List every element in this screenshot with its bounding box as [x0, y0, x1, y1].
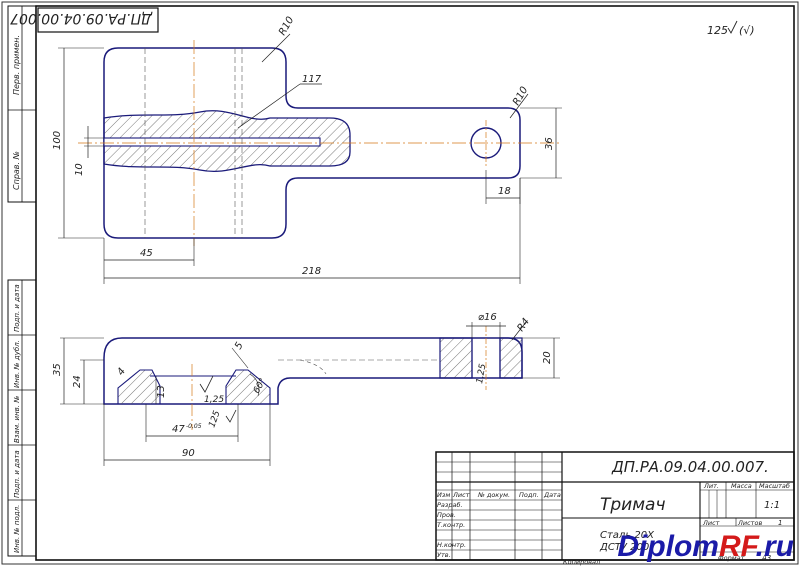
- top-view-outline: [103, 47, 521, 239]
- inner-frame: [35, 5, 795, 561]
- top-view: 100 10 R10 117 R10 36 18 45 218: [52, 15, 562, 284]
- dim-d16: ⌀16: [478, 312, 497, 323]
- tb-part-name: Тримач: [600, 495, 666, 515]
- dim-47: 47: [172, 424, 185, 435]
- dim-r10-right: R10: [511, 85, 530, 108]
- code-stamp: ДП.РА.09.04.00.007: [10, 7, 159, 33]
- watermark-part1: Diplom: [617, 530, 719, 563]
- side-stamp-label-6: Подп. и дата: [13, 450, 21, 498]
- watermark-part3: .ru: [755, 530, 794, 563]
- tb-lit: Лит.: [703, 482, 719, 490]
- tb-role-tkontr: Т.контр.: [437, 521, 465, 529]
- side-stamp-label-3: Подп. и дата: [13, 284, 21, 332]
- tb-sheet-label: Лист: [702, 519, 720, 527]
- dim-r4: R4: [515, 317, 532, 334]
- dim-18: 18: [498, 186, 511, 197]
- tb-role-prov: Пров.: [437, 511, 456, 519]
- dim-36: 36: [544, 137, 555, 150]
- boss-right-section: [499, 337, 523, 379]
- tb-material-1: Сталь 20Х: [600, 530, 655, 541]
- side-stamp-label-4: Инв. № дубл.: [13, 340, 21, 388]
- tb-sheets-label: Листов: [737, 519, 762, 527]
- side-stamp-label-1: Перв. примен.: [12, 35, 21, 95]
- tb-sheets-count: 1: [778, 519, 782, 527]
- side-stamp-label-7: Инв. № подл.: [13, 505, 21, 553]
- dim-20: 20: [542, 351, 553, 364]
- side-stamp: Перв. примен. Справ. № Подп. и дата Инв.…: [7, 5, 37, 557]
- dim-90: 90: [182, 448, 195, 459]
- dim-4: 4: [115, 366, 128, 378]
- groove-left-section: [117, 369, 161, 404]
- dim-117: 117: [302, 74, 322, 85]
- roughness-symbol-icon: [727, 20, 738, 34]
- tb-col-list: Лист: [452, 491, 470, 499]
- tb-role-utv: Утв.: [437, 551, 451, 559]
- watermark-part2: RF: [718, 530, 756, 563]
- dim-218: 218: [302, 266, 321, 277]
- dim-13: 13: [156, 385, 167, 398]
- dim-r10-left: R10: [277, 15, 296, 38]
- dim-47-tol: -0,05: [186, 423, 202, 430]
- roughness-mark-icon: [199, 375, 214, 393]
- tb-scale-label: Масштаб: [759, 482, 790, 490]
- tb-col-izm: Изм: [437, 491, 450, 499]
- code-stamp-text: ДП.РА.09.04.00.007: [10, 10, 153, 26]
- dim-chamfer-125: 1,25: [475, 363, 488, 385]
- dim-35: 35: [52, 363, 63, 376]
- tb-code: ДП.РА.09.04.00.007.: [611, 458, 769, 476]
- tb-copied: Копировал: [563, 558, 600, 566]
- watermark: DiplomRF.ru: [617, 530, 794, 564]
- bottom-view: 35 24 ⌀16 R4 20 1,25 5 60° 4 13 1,25 125: [52, 312, 560, 466]
- side-stamp-label-2: Справ. №: [12, 151, 21, 190]
- surface-finish-suffix: (√): [739, 24, 755, 37]
- dim-10: 10: [74, 163, 85, 176]
- top-view-slot: [103, 137, 321, 147]
- surface-finish: 125 (√): [707, 20, 755, 37]
- dim-gr-125b: 125: [207, 409, 222, 429]
- side-stamp-label-5: Взам. инв. №: [13, 395, 21, 443]
- surface-finish-value: 125: [707, 24, 728, 37]
- tb-scale-value: 1:1: [764, 500, 780, 511]
- dim-24: 24: [72, 375, 83, 388]
- boss-left-section: [439, 337, 473, 379]
- dim-100: 100: [52, 131, 63, 150]
- tb-material-2: ДСТУ 2007: [599, 542, 656, 553]
- dim-45: 45: [140, 248, 153, 259]
- groove-right-section: [225, 369, 271, 404]
- tb-format-label: Формат: [718, 554, 745, 562]
- tb-col-data: Дата: [543, 491, 561, 499]
- roughness-mark-icon-2: [225, 409, 237, 423]
- tb-format-value: А3: [761, 554, 771, 562]
- tb-role-nkontr: Н.контр.: [437, 541, 466, 549]
- tb-col-doc: № докум.: [477, 491, 510, 499]
- tb-role-razrab: Разраб.: [437, 501, 463, 509]
- dim-5: 5: [233, 340, 246, 351]
- tb-col-podp: Подп.: [519, 491, 539, 499]
- dim-gr-125: 1,25: [204, 395, 224, 405]
- tb-mass: Масса: [731, 482, 752, 490]
- title-block: Изм Лист № докум. Подп. Дата Разраб. Про…: [435, 451, 795, 566]
